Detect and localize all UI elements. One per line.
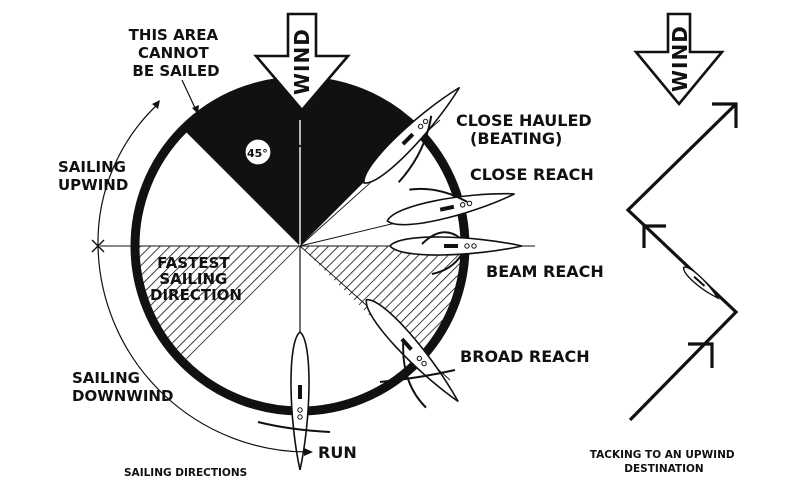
wind-arrow-tacking: WIND [633,12,725,107]
beam-reach-label: BEAM REACH [486,262,604,281]
close-reach-label: CLOSE REACH [470,165,594,184]
caption-tacking: TACKING TO AN UPWIND DESTINATION [590,449,738,475]
broad-reach-label: BROAD REACH [460,347,590,366]
sailing-upwind-arc [97,100,160,247]
wind-label: WIND [290,28,314,95]
no-go-label: THIS AREA CANNOT BE SAILED [129,26,224,80]
angle-marker: 45° [244,138,302,166]
close-hauled-label: CLOSE HAULED (BEATING) [456,111,597,148]
boat-run [290,330,310,471]
tacking-boat [682,266,720,300]
sailing-upwind-label: SAILING UPWIND [58,158,131,194]
boat-beam-reach [388,231,523,275]
caption-sailing-directions: SAILING DIRECTIONS [124,467,247,479]
fastest-sector-right [300,246,466,363]
tacking-path [625,102,739,422]
arc-origin-mark [91,239,105,253]
boat-close-reach [386,187,515,226]
run-label: RUN [318,443,357,462]
fastest-label: FASTEST SAILING DIRECTION [150,254,242,304]
sailing-downwind-label: SAILING DOWNWIND [72,369,173,405]
no-go-leader [181,79,197,111]
angle-label: 45° [247,147,268,160]
boat-close-hauled [363,86,461,184]
tacking-arrowheads [642,102,738,368]
wind-arrow-main: WIND [253,12,351,113]
sailing-downwind-arc [97,245,313,456]
fastest-sector-left [134,246,300,363]
wind-label-right: WIND [668,25,692,92]
